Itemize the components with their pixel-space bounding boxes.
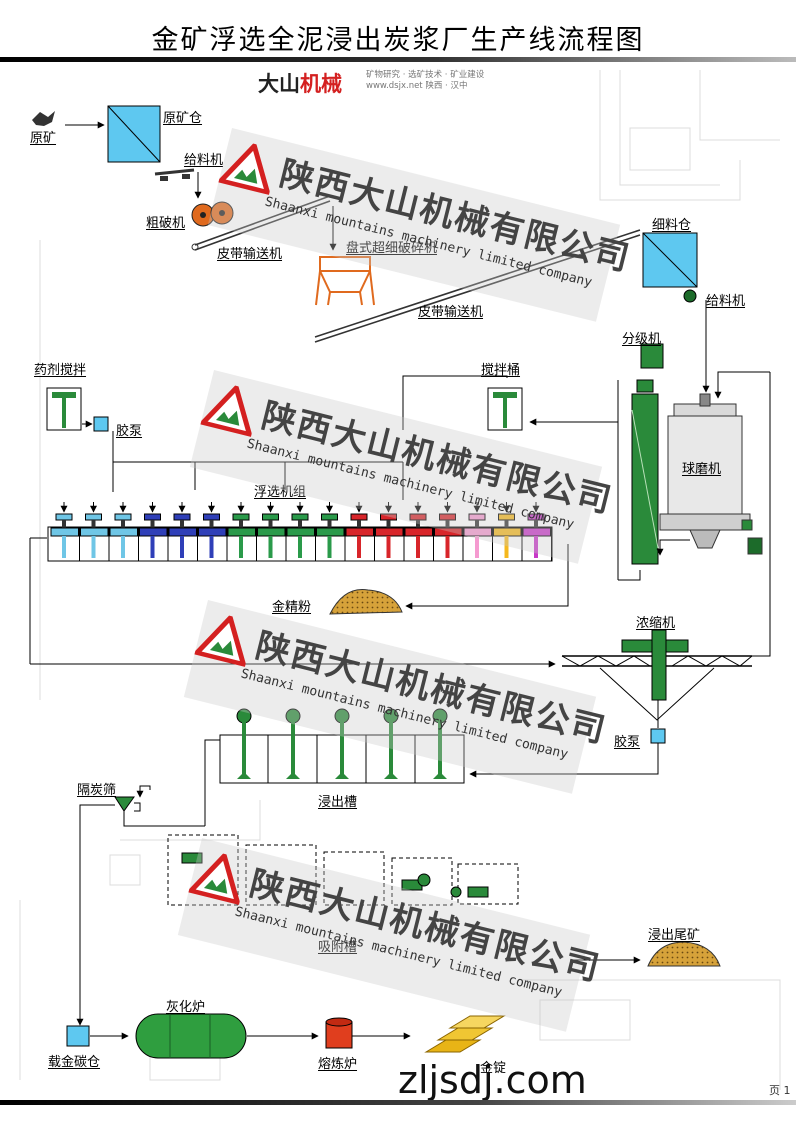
flotation-cell <box>493 502 523 561</box>
label-feeder-2: 给料机 <box>706 294 746 309</box>
gold-ingot-icon <box>416 1004 512 1070</box>
flotation-cells <box>50 502 552 561</box>
label-belt-1: 皮带输送机 <box>217 247 283 262</box>
label-loaded-carbon-bin: 载金碳仓 <box>48 1055 101 1070</box>
label-ball-mill: 球磨机 <box>682 462 722 477</box>
cone-crusher <box>315 256 375 306</box>
label-classifier: 分级机 <box>622 332 662 347</box>
raw-ore-bin <box>107 105 161 163</box>
label-gold-ingot: 金锭 <box>480 1061 507 1076</box>
belt-conveyor-2 <box>314 229 641 343</box>
leach-agitator <box>432 708 448 779</box>
jaw-crusher <box>191 201 234 227</box>
carbon-screen <box>114 796 135 812</box>
watermark: 陕西大山机械有限公司 Shaanxi mountains machinery l… <box>189 370 617 564</box>
label-reagent-mixer: 药剂搅拌 <box>34 363 87 378</box>
flotation-cell <box>463 502 493 561</box>
label-thickener: 浓缩机 <box>636 616 676 631</box>
leach-agitator <box>236 708 252 779</box>
title-divider <box>0 57 796 62</box>
company-logo-icon <box>200 383 254 437</box>
watermark: 陕西大山机械有限公司 Shaanxi mountains machinery l… <box>183 600 611 794</box>
company-logo-icon <box>194 613 248 667</box>
flotation-cell <box>316 502 346 561</box>
page-title: 金矿浮选全泥浸出炭浆厂生产线流程图 <box>151 25 645 56</box>
label-smelting-furnace: 熔炼炉 <box>318 1057 358 1072</box>
adsorption-tanks <box>167 834 519 906</box>
adsorption-agitators <box>181 852 489 898</box>
classifier <box>631 343 664 565</box>
flotation-cell <box>139 502 169 561</box>
label-gold-concentrate: 金精粉 <box>272 600 312 615</box>
flotation-cell <box>109 502 139 561</box>
label-carbon-screen: 隔炭筛 <box>77 783 117 798</box>
label-belt-2: 皮带输送机 <box>418 305 484 320</box>
company-logo-icon <box>188 851 242 905</box>
belt-conveyor-1 <box>191 195 331 251</box>
label-pump-1: 胶泵 <box>116 424 143 439</box>
feeder-1 <box>154 168 195 181</box>
label-flotation-group: 浮选机组 <box>254 485 307 500</box>
leach-agitator <box>285 708 301 779</box>
flotation-cell <box>227 502 257 561</box>
flotation-cell <box>286 502 316 561</box>
label-leach-tailings: 浸出尾矿 <box>648 928 701 943</box>
ashing-furnace <box>135 1013 247 1059</box>
label-leach-tank: 浸出槽 <box>318 795 358 810</box>
leach-agitator <box>334 708 350 779</box>
label-adsorption-tank: 吸附槽 <box>318 940 358 955</box>
site-url: zljsdj.com <box>398 1058 587 1102</box>
thickener <box>561 629 753 728</box>
label-pump-2: 胶泵 <box>614 735 641 750</box>
label-agitator-tank: 搅拌桶 <box>481 363 521 378</box>
company-logo-icon <box>218 141 272 195</box>
flotation-cell <box>198 502 228 561</box>
gold-concentrate-pile <box>329 589 403 615</box>
fine-ore-bin <box>642 232 698 303</box>
label-feeder-1: 给料机 <box>184 153 224 168</box>
agitator-tank <box>487 387 523 431</box>
footer-divider <box>0 1100 796 1105</box>
brand-tagline: 矿物研究 · 选矿技术 · 矿业建设 www.dsjx.net 陕西 · 汉中 <box>366 70 485 91</box>
leach-agitators <box>236 708 448 779</box>
reagent-mixer <box>46 387 82 431</box>
brand-logo: 大山机械 <box>258 72 342 96</box>
label-jaw-crusher: 粗破机 <box>146 216 186 231</box>
loaded-carbon-bin <box>66 1025 90 1047</box>
watermark: 陕西大山机械有限公司 Shaanxi mountains machinery l… <box>177 838 605 1032</box>
label-cone-crusher: 盘式超细破碎机 <box>346 241 438 256</box>
watermark: 陕西大山机械有限公司 Shaanxi mountains machinery l… <box>207 128 635 322</box>
raw-ore-icon <box>32 111 55 126</box>
ball-mill <box>659 393 763 555</box>
label-ashing-furnace: 灰化炉 <box>166 1000 206 1015</box>
label-fine-bin: 细料仓 <box>652 218 692 233</box>
flotation-cell <box>375 502 405 561</box>
flotation-cell <box>168 502 198 561</box>
leach-agitator <box>383 708 399 779</box>
pump-1 <box>93 416 109 432</box>
flotation-cell <box>404 502 434 561</box>
page-number: 页 1 <box>769 1084 791 1097</box>
smelting-furnace <box>325 1017 353 1049</box>
pump-2 <box>650 728 666 744</box>
leach-tailings-pile <box>647 941 721 967</box>
flotation-cell <box>522 502 552 561</box>
label-raw-ore-bin: 原矿仓 <box>163 111 203 126</box>
flotation-cell <box>50 502 80 561</box>
label-raw-ore: 原矿 <box>30 131 57 146</box>
flotation-cell <box>345 502 375 561</box>
flotation-cell <box>257 502 287 561</box>
flotation-cell <box>434 502 464 561</box>
flotation-cell <box>80 502 110 561</box>
